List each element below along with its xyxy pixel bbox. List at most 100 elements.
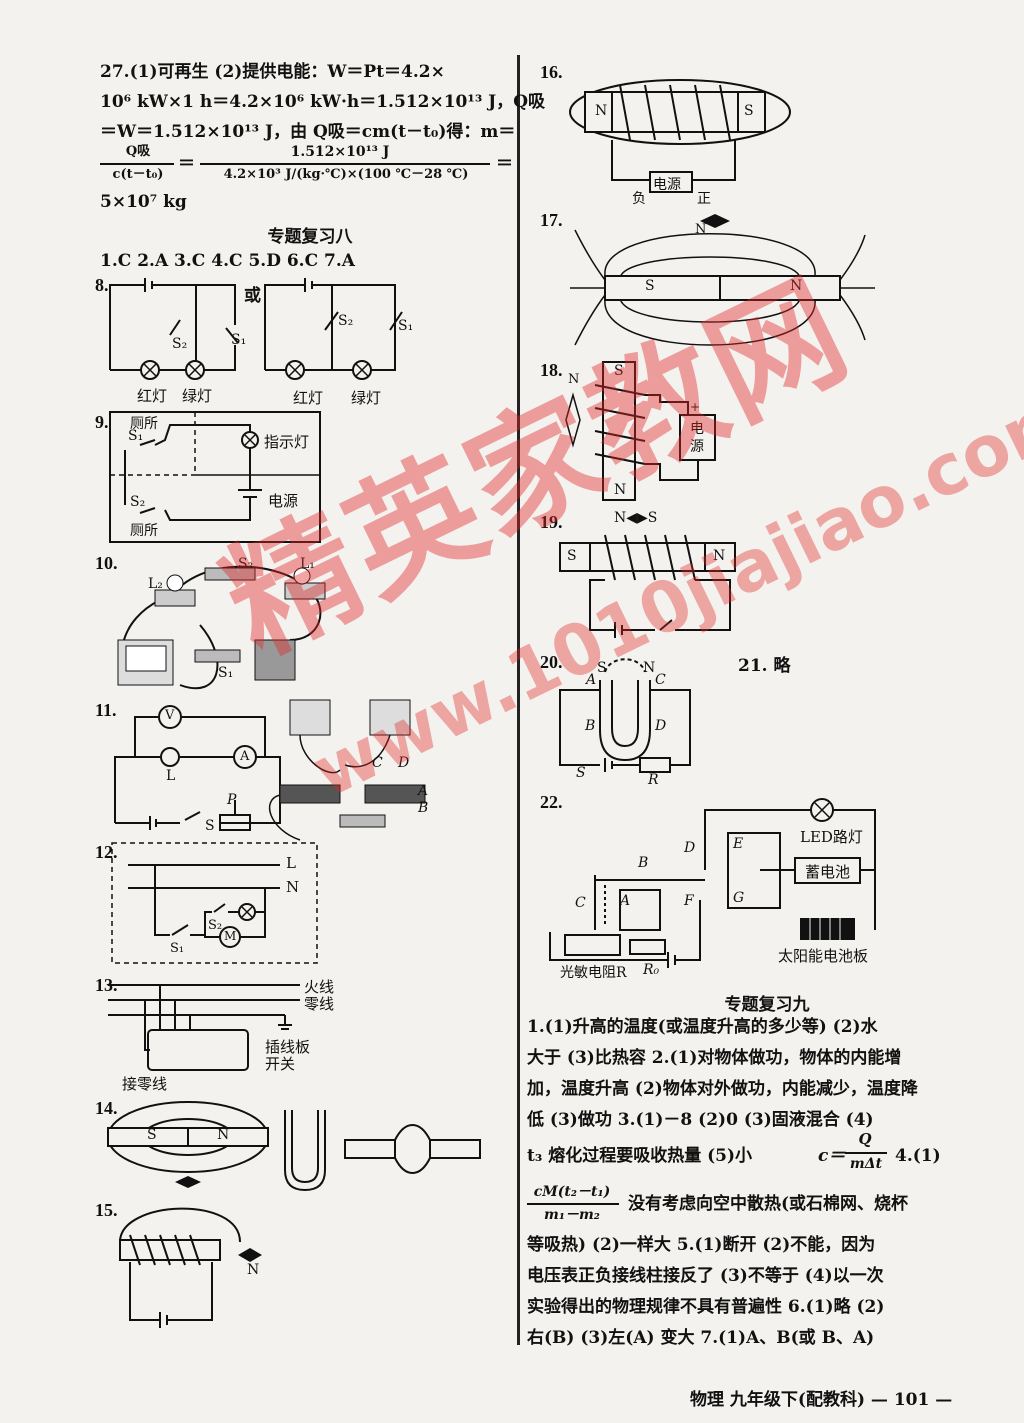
q9-power: 电源	[268, 492, 299, 510]
q27-line2: 10⁶ kW×1 h＝4.2×10⁶ kW·h＝1.512×10¹³ J，Q吸	[100, 92, 546, 112]
q20-s-switch: S	[576, 765, 586, 781]
q22-g: G	[733, 890, 745, 906]
q11-d: D	[398, 755, 410, 771]
q10-l1: L₁	[300, 556, 315, 572]
frac-eq2: ＝	[496, 154, 513, 174]
q18-needle-n: N	[568, 372, 580, 387]
q11-number: 11.	[95, 700, 117, 720]
q18-s: S	[614, 363, 624, 379]
q12-m: M	[224, 929, 237, 943]
frac-right-den: 4.2×10³ J/(kg·℃)×(100 ℃－28 ℃)	[223, 167, 469, 182]
q17-n: N	[790, 278, 803, 294]
q14-n: N	[217, 1127, 230, 1143]
q8-number: 8.	[95, 275, 109, 295]
q13-switch: 开关	[265, 1055, 296, 1073]
q18-number: 18.	[540, 360, 563, 380]
section9-line-6: 没有考虑向空中散热(或石棉网、烧杯	[628, 1194, 909, 1214]
q11-s: S	[205, 818, 215, 834]
section9-line-8: 电压表正负接线柱接反了 (3)不等于 (4)以一次	[527, 1266, 884, 1286]
q22-solar: 太阳能电池板	[778, 947, 869, 965]
section9-line-5: t₃ 熔化过程要吸收热量 (5)小	[527, 1146, 753, 1166]
q13-neutral-conn: 接零线	[122, 1075, 168, 1093]
section9-line-2: 大于 (3)比热容 2.(1)对物体做功，物体的内能增	[527, 1048, 902, 1068]
q12-s1: S₁	[170, 941, 185, 956]
q18-n: N	[614, 482, 627, 498]
q15-number: 15.	[95, 1200, 118, 1220]
q22-led: LED路灯	[800, 828, 863, 846]
frac-right-bar	[200, 163, 490, 165]
q11-c: C	[372, 755, 383, 771]
section9-line-7: 等吸热) (2)一样大 5.(1)断开 (2)不能，因为	[527, 1235, 876, 1255]
q22-photo: 光敏电阻R	[560, 965, 627, 981]
q8-green-left: 绿灯	[182, 387, 213, 405]
q9-s1: S₁	[128, 428, 144, 444]
frac-left-den: c(t－t₀)	[112, 167, 164, 182]
q11-b: B	[418, 800, 429, 816]
q22-b: B	[638, 855, 649, 871]
q11-a2: A	[418, 783, 429, 799]
frac-left-bar	[100, 163, 174, 165]
q10-number: 10.	[95, 553, 118, 573]
q11-a: A	[240, 749, 250, 764]
q9-s2: S₂	[130, 494, 146, 510]
q11-v: V	[165, 708, 175, 723]
q12-number: 12.	[95, 842, 118, 862]
section9-formula-num: Q	[858, 1130, 872, 1148]
q8-red-left: 红灯	[137, 387, 168, 405]
q8-red-right: 红灯	[293, 389, 324, 407]
q27-line5: 5×10⁷ kg	[100, 192, 187, 212]
frac-left-num: Q吸	[125, 144, 151, 159]
q22-e: E	[733, 836, 744, 852]
q20-c: C	[655, 672, 666, 688]
q17-number: 17.	[540, 210, 563, 230]
q16-n: N	[595, 103, 608, 119]
page-footer: 物理 九年级下(配教科) — 101 —	[690, 1390, 953, 1410]
q16-number: 16.	[540, 62, 563, 82]
q16-pos: 正	[697, 191, 711, 207]
section9-line-4: 低 (3)做功 3.(1)－8 (2)0 (3)固液混合 (4)	[527, 1110, 874, 1130]
section8-answers: 1.C 2.A 3.C 4.C 5.D 6.C 7.A	[100, 251, 355, 271]
section9-line-1: 1.(1)升高的温度(或温度升高的多少等) (2)水	[527, 1017, 878, 1037]
q11-p: P	[227, 792, 237, 808]
section9-frac2-num: cM(t₂－t₁)	[533, 1184, 611, 1200]
section9-formula-den: mΔt	[849, 1156, 883, 1172]
q22-a: A	[620, 893, 631, 909]
q10-s1: S₁	[218, 665, 234, 681]
q18-plus: +	[690, 400, 701, 414]
q22-f: F	[684, 893, 694, 909]
q14-number: 14.	[95, 1098, 118, 1118]
section9-line-10: 右(B) (3)左(A) 变大 7.(1)A、B(或 B、A)	[527, 1328, 875, 1348]
q10-s2: S₂	[238, 556, 254, 572]
q9-toilet-bottom: 厕所	[130, 523, 158, 539]
q20-s: S	[597, 660, 607, 676]
q19-s: S	[567, 548, 577, 564]
q11-l: L	[166, 768, 176, 784]
q20-n: N	[643, 660, 656, 676]
section9-frac2-bar	[527, 1203, 619, 1205]
q20-a: A	[586, 672, 597, 688]
q27-line3: ＝W＝1.512×10¹³ J，由 Q吸＝cm(t－t₀)得：m＝	[100, 122, 516, 142]
q8-s2-right: S₂	[338, 313, 354, 329]
q16-neg: 负	[632, 191, 646, 207]
q10-l2: L₂	[148, 576, 163, 592]
section9-frac2-den: m₁－m₂	[544, 1207, 600, 1223]
q8-or: 或	[244, 286, 261, 306]
q9-number: 9.	[95, 412, 109, 432]
q16-s: S	[744, 103, 754, 119]
q22-battery: 蓄电池	[805, 863, 851, 881]
q20-r: R	[648, 772, 659, 788]
q12-s2: S₂	[208, 918, 223, 933]
column-divider	[517, 55, 520, 1345]
